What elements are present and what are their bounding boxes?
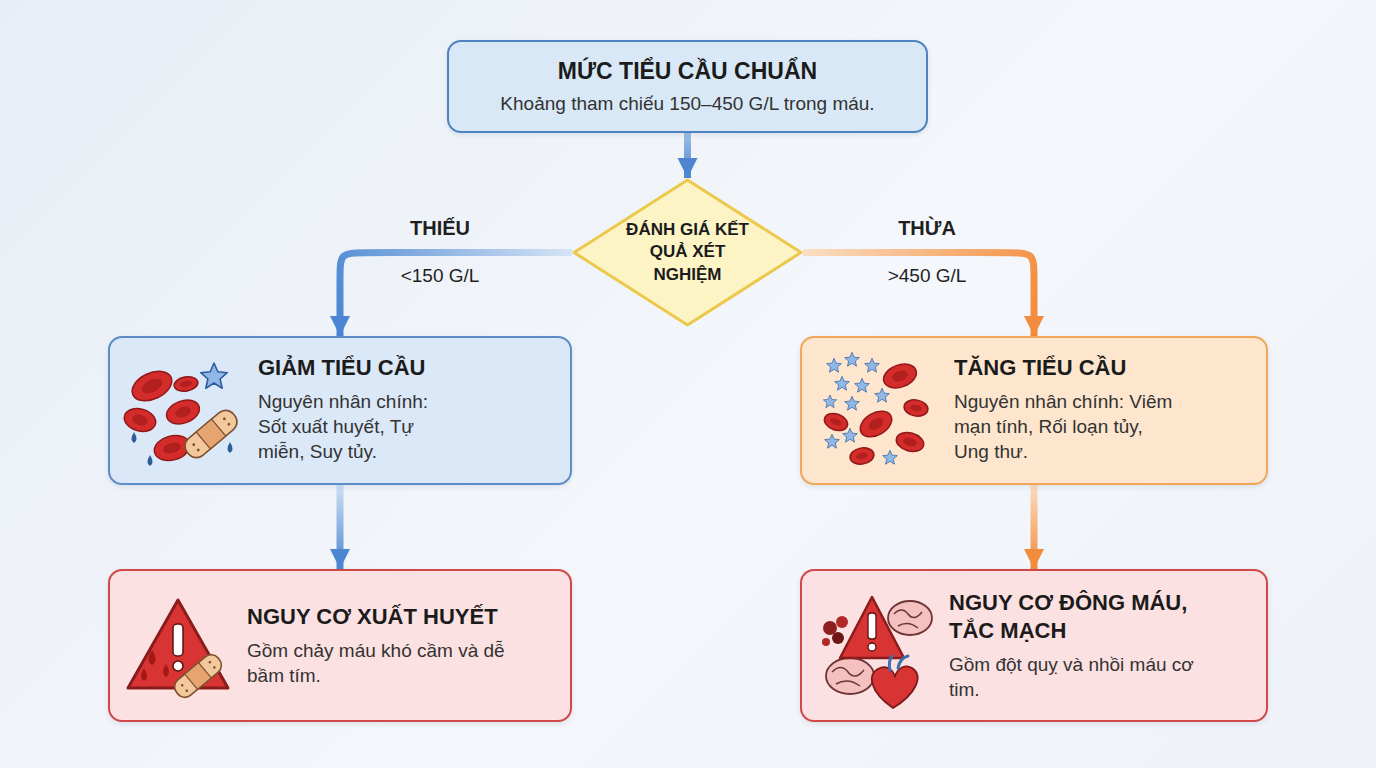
flow-arrow xyxy=(684,133,691,178)
flow-arrow xyxy=(803,253,1034,337)
flow-arrow xyxy=(340,253,572,337)
flow-arrow xyxy=(337,485,344,569)
node-title: TĂNG TIỂU CẦU xyxy=(954,354,1126,383)
risk-box: NGUY CƠ ĐÔNG MÁU, TẮC MẠCH Gồm đột quỵ và… xyxy=(800,569,1268,722)
decision-diamond: ĐÁNH GIÁ KẾT QUẢ XÉT NGHIỆM xyxy=(572,178,803,327)
node-title: NGUY CƠ ĐÔNG MÁU, TẮC MẠCH xyxy=(949,589,1214,646)
process-box: TĂNG TIỂU CẦU Nguyên nhân chính: Viêm mạn… xyxy=(800,336,1268,485)
node-title: NGUY CƠ XUẤT HUYẾT xyxy=(247,603,498,632)
node-body: Gồm đột quỵ và nhồi máu cơ tim. xyxy=(949,652,1194,703)
node-title: MỨC TIỂU CẦU CHUẨN xyxy=(558,57,817,87)
node-title: ĐÁNH GIÁ KẾT QUẢ XÉT NGHIỆM xyxy=(626,219,750,285)
node-body: Nguyên nhân chính: Sốt xuất huyết, Tự mi… xyxy=(258,389,448,465)
risk-box: NGUY CƠ XUẤT HUYẾT Gồm chảy máu khó cầm v… xyxy=(108,569,572,722)
threshold-label: <150 G/L xyxy=(401,265,480,287)
start-box: MỨC TIỂU CẦU CHUẨN Khoảng tham chiếu 150–… xyxy=(447,40,928,133)
branch-label: THIẾU xyxy=(410,217,470,240)
node-title: GIẢM TIỂU CẦU xyxy=(258,354,425,383)
process-box: GIẢM TIỂU CẦU Nguyên nhân chính: Sốt xuất… xyxy=(108,336,572,485)
threshold-label: >450 G/L xyxy=(888,265,967,287)
flow-arrow xyxy=(1031,485,1038,569)
node-body: Gồm chảy máu khó cầm và dễ bầm tím. xyxy=(247,638,532,689)
diamond-shape xyxy=(574,180,801,325)
node-body: Nguyên nhân chính: Viêm mạn tính, Rối lo… xyxy=(954,389,1179,465)
branch-label: THỪA xyxy=(898,217,956,240)
node-body: Khoảng tham chiếu 150–450 G/L trong máu. xyxy=(500,91,874,116)
